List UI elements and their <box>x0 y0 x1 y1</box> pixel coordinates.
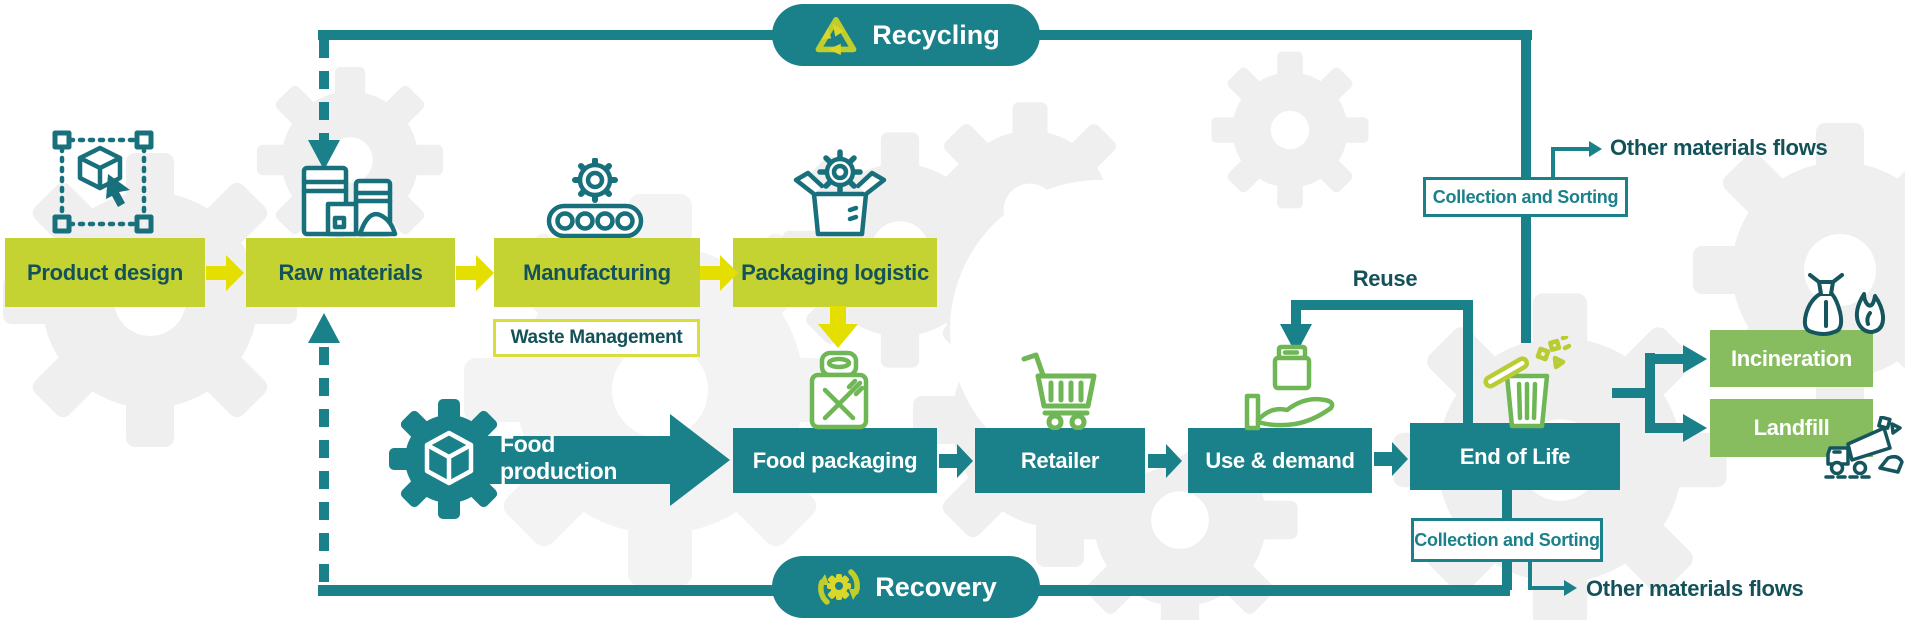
yellow-down-arrow-icon <box>818 306 858 348</box>
raw-materials-box: Raw materials <box>246 238 455 307</box>
recovery-pill: Recovery <box>772 556 1040 618</box>
recycling-icon <box>815 17 857 55</box>
waste-management-box: Waste Management <box>493 319 700 357</box>
landfill-truck-icon <box>1824 416 1904 479</box>
recycling-pill-label: Recycling <box>872 19 1000 50</box>
collection-sorting-bottom-box: Collection and Sorting <box>1411 518 1603 562</box>
hand-package-icon <box>1244 344 1335 431</box>
packaging-logistic-icon <box>793 149 887 237</box>
recycling-dashed-arrow <box>319 40 329 140</box>
top-other-materials-elbow-h <box>1551 147 1589 151</box>
reuse-arrow-horizontal <box>1291 300 1473 310</box>
food-packaging-box: Food packaging <box>733 428 937 493</box>
other-materials-flows-bottom-label: Other materials flows <box>1586 576 1804 601</box>
incineration-bag-flame-icon <box>1802 273 1886 336</box>
branch-vertical <box>1645 353 1655 433</box>
top-other-materials-elbow-v <box>1551 147 1555 177</box>
branch-arrow-bottom-head-icon <box>1683 414 1707 442</box>
background-gear <box>1210 50 1370 210</box>
other-materials-flows-top-label: Other materials flows <box>1610 135 1828 160</box>
teal-arrow-icon <box>1374 442 1408 476</box>
yellow-arrow-icon <box>206 255 244 291</box>
branch-arrow-top-head-icon <box>1683 345 1707 373</box>
reuse-arrow-left-vertical <box>1291 308 1301 324</box>
shopping-cart-icon <box>1021 352 1097 430</box>
yellow-arrow-icon <box>700 255 738 291</box>
product-design-box: Product design <box>5 238 205 307</box>
recovery-icon <box>818 569 861 605</box>
teal-arrow-icon <box>1148 444 1182 478</box>
manufacturing-box: Manufacturing <box>494 238 700 307</box>
manufacturing-icon <box>546 158 644 238</box>
arrow-down-icon <box>308 140 340 170</box>
bottom-other-materials-elbow-h <box>1528 586 1564 590</box>
recovery-dashed-arrow <box>319 347 329 585</box>
collection-sorting-top-box: Collection and Sorting <box>1423 177 1628 217</box>
bottom-other-materials-elbow-v <box>1528 562 1532 590</box>
incineration-box: Incineration <box>1710 330 1873 387</box>
top-other-materials-arrowhead-icon <box>1589 141 1602 157</box>
end-of-life-box: End of Life <box>1410 423 1620 490</box>
arrow-up-icon <box>308 313 340 343</box>
branch-stub <box>1612 388 1652 398</box>
branch-arrow-top-shaft <box>1653 354 1683 364</box>
retailer-box: Retailer <box>975 428 1145 493</box>
landfill-box: Landfill <box>1710 399 1873 457</box>
food-packaging-icon <box>809 350 869 430</box>
recovery-pill-label: Recovery <box>875 571 997 602</box>
bottom-other-materials-arrowhead-icon <box>1564 580 1577 596</box>
reuse-arrow-right-vertical <box>1463 300 1473 423</box>
teal-arrow-icon <box>939 444 973 478</box>
product-design-icon <box>52 130 154 234</box>
branch-arrow-bottom-shaft <box>1653 423 1683 433</box>
food-production-label: Food production <box>500 431 618 484</box>
factory-icon <box>301 165 398 237</box>
yellow-arrow-icon <box>456 255 494 291</box>
use-demand-box: Use & demand <box>1188 428 1372 493</box>
recycling-pill: Recycling <box>772 4 1040 66</box>
reuse-label: Reuse <box>1352 266 1418 291</box>
food-production-gear-icon <box>389 399 509 519</box>
packaging-logistic-box: Packaging logistic <box>733 238 937 307</box>
trash-bin-icon <box>1483 336 1571 429</box>
background-dot <box>1233 301 1267 335</box>
